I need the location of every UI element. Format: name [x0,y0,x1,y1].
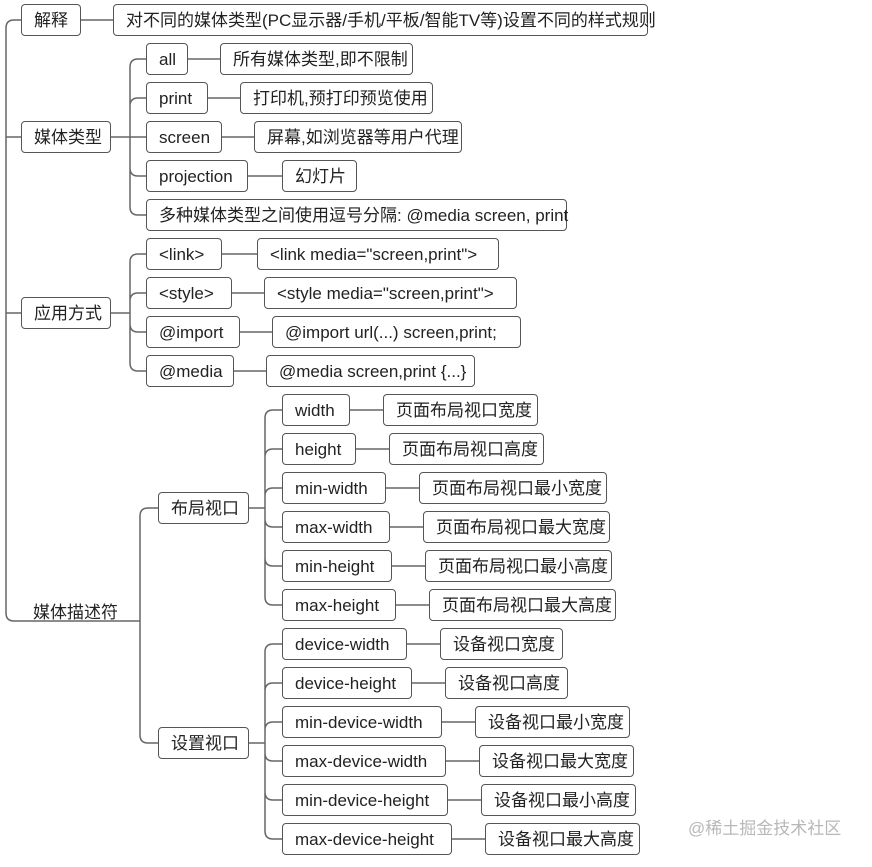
watermark: @稀土掘金技术社区 [688,819,842,838]
media-type-all-desc: 所有媒体类型,即不限制 [220,43,413,75]
media-type-screen-desc: 屏幕,如浏览器等用户代理 [254,121,462,153]
descriptor-min-width-desc: 页面布局视口最小宽度 [419,472,607,504]
descriptor-min-device-width-desc: 设备视口最小宽度 [475,706,630,738]
section-explain: 解释 [21,4,81,36]
section-media-descriptors: 媒体描述符 [33,602,118,622]
usage-media-desc: @media screen,print {...} [266,355,475,387]
media-type-print-desc: 打印机,预打印预览使用 [240,82,433,114]
descriptor-min-height-desc: 页面布局视口最小高度 [425,550,612,582]
usage-style-desc: <style media="screen,print"> [264,277,517,309]
descriptor-device-width-desc: 设备视口宽度 [440,628,563,660]
media-type-print: print [146,82,208,114]
media-type-projection-desc: 幻灯片 [282,160,357,192]
media-type-projection: projection [146,160,248,192]
descriptor-max-height: max-height [282,589,396,621]
descriptor-height-desc: 页面布局视口高度 [389,433,544,465]
root-spine [5,19,140,622]
bracket-descriptors [139,507,158,744]
usage-link: <link> [146,238,222,270]
media-type-multiple-note: 多种媒体类型之间使用逗号分隔: @media screen, print [146,199,568,231]
descriptor-min-device-height: min-device-height [282,784,448,816]
descriptor-max-device-width: max-device-width [282,745,446,777]
descriptor-device-height-desc: 设备视口高度 [445,667,568,699]
explain-text: 对不同的媒体类型(PC显示器/手机/平板/智能TV等)设置不同的样式规则 [113,4,656,36]
descriptor-min-width: min-width [282,472,386,504]
section-usage: 应用方式 [21,297,111,329]
usage-link-desc: <link media="screen,print"> [257,238,499,270]
descriptor-max-device-height: max-device-height [282,823,452,855]
descriptor-max-width-desc: 页面布局视口最大宽度 [423,511,610,543]
media-type-all: all [146,43,188,75]
group-device-viewport: 设置视口 [158,727,249,759]
bracket-media-types [111,58,146,216]
media-type-screen: screen [146,121,222,153]
descriptor-max-device-height-desc: 设备视口最大高度 [485,823,640,855]
descriptor-device-height: device-height [282,667,412,699]
usage-style: <style> [146,277,232,309]
usage-import-desc: @import url(...) screen,print; [272,316,521,348]
descriptor-max-height-desc: 页面布局视口最大高度 [429,589,616,621]
bracket-device-viewport [249,643,282,840]
bracket-usage [111,253,146,372]
group-layout-viewport: 布局视口 [158,492,249,524]
descriptor-device-width: device-width [282,628,407,660]
descriptor-width-desc: 页面布局视口宽度 [383,394,538,426]
descriptor-max-width: max-width [282,511,390,543]
section-media-types: 媒体类型 [21,121,111,153]
descriptor-width: width [282,394,350,426]
bracket-layout-viewport [249,409,282,606]
descriptor-min-device-height-desc: 设备视口最小高度 [481,784,636,816]
descriptor-height: height [282,433,356,465]
usage-import: @import [146,316,240,348]
descriptor-min-device-width: min-device-width [282,706,442,738]
descriptor-max-device-width-desc: 设备视口最大宽度 [479,745,634,777]
descriptor-min-height: min-height [282,550,392,582]
usage-media: @media [146,355,234,387]
